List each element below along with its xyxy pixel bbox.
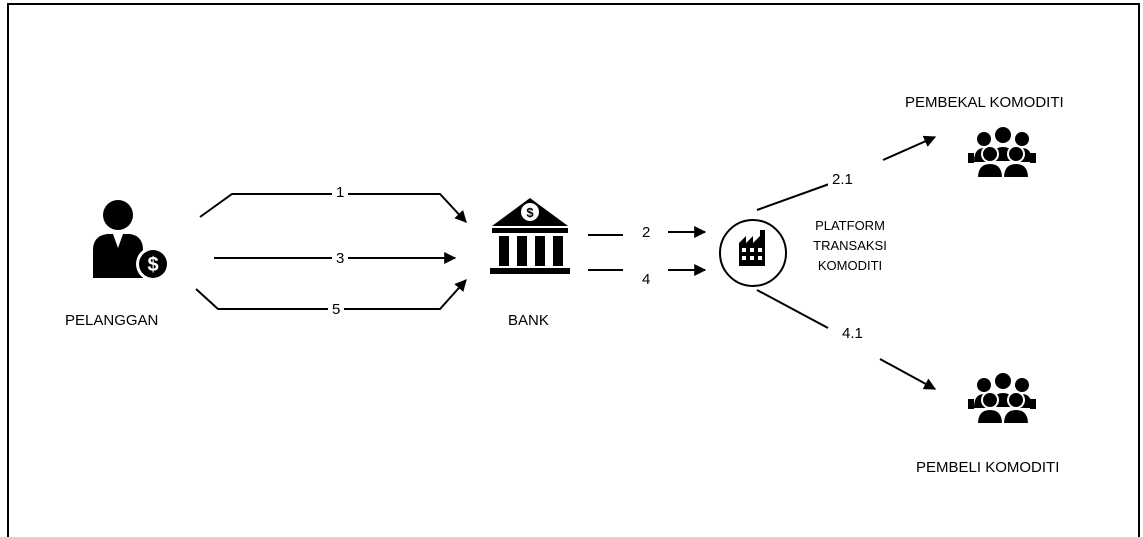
bank-icon: $ xyxy=(490,198,570,274)
businessman-dollar-icon: $ xyxy=(93,200,170,281)
platform-label: PLATFORM TRANSAKSI KOMODITI xyxy=(800,216,900,276)
flow-arrow-2-1 xyxy=(882,135,937,161)
flow-line-4-1 xyxy=(756,289,829,329)
platform-label-line-3: KOMODITI xyxy=(817,258,883,273)
people-group-icon-buyer xyxy=(968,371,1036,425)
flow-number-1: 1 xyxy=(332,184,349,201)
customer-label: PELANGGAN xyxy=(65,312,159,329)
frame-border xyxy=(7,3,1140,537)
flow-number-5: 5 xyxy=(328,301,345,318)
flow-number-2: 2 xyxy=(638,224,655,241)
factory-icon xyxy=(719,219,787,287)
supplier-label: PEMBEKAL KOMODITI xyxy=(905,94,1064,111)
platform-label-line-1: PLATFORM xyxy=(815,218,885,233)
flow-arrow-4-1 xyxy=(879,358,937,390)
bank-label: BANK xyxy=(508,312,549,329)
buyer-label: PEMBELI KOMODITI xyxy=(916,459,1060,476)
svg-text:$: $ xyxy=(526,205,534,220)
people-group-icon-supplier xyxy=(968,125,1036,179)
flow-number-2-1: 2.1 xyxy=(828,171,857,188)
flow-line-2-1 xyxy=(756,182,833,211)
flow-number-3: 3 xyxy=(332,250,349,267)
svg-text:$: $ xyxy=(147,254,158,276)
platform-label-line-2: TRANSAKSI xyxy=(813,238,887,253)
flow-number-4: 4 xyxy=(638,271,655,288)
flow-number-4-1: 4.1 xyxy=(838,325,867,342)
